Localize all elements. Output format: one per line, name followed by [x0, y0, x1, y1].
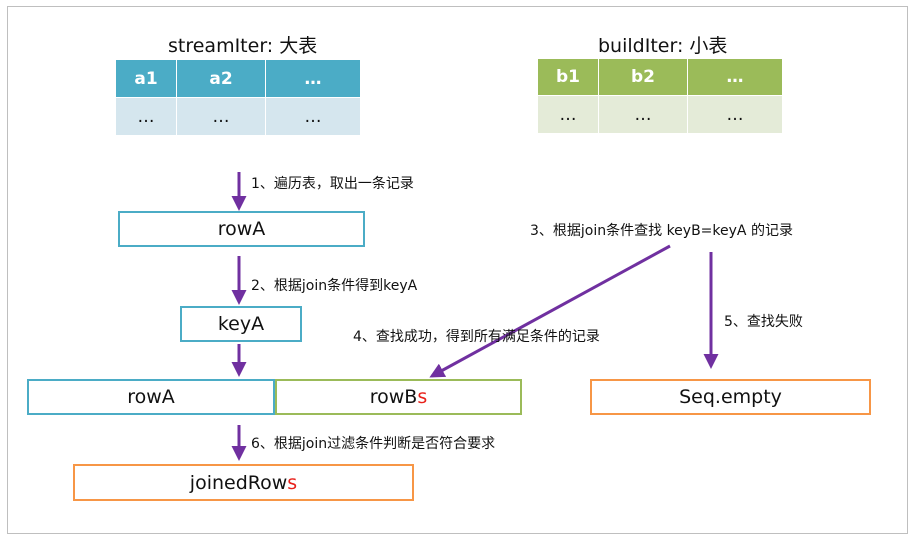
- step6-label: 6、根据join过滤条件判断是否符合要求: [251, 436, 496, 452]
- stream-header-cell: …: [266, 60, 360, 97]
- build-row-cell: …: [688, 96, 782, 133]
- stream-header-cell: a2: [177, 60, 265, 97]
- stream-row-cell: …: [266, 98, 360, 135]
- step4-label: 4、查找成功，得到所有满足条件的记录: [353, 329, 600, 345]
- step3-label: 3、根据join条件查找 keyB=keyA 的记录: [530, 223, 793, 239]
- build-header-cell: b2: [599, 59, 687, 95]
- keyA-box: keyA: [180, 306, 302, 342]
- rowA-joined-box: rowA: [27, 379, 275, 415]
- joinedRows-plural-suffix: s: [287, 471, 298, 494]
- joinedRows-text: joinedRow: [189, 471, 288, 494]
- stream-header-cell: a1: [116, 60, 176, 97]
- stream-table-title: streamIter: 大表: [168, 35, 318, 57]
- build-table-title: buildIter: 小表: [598, 35, 728, 57]
- rowBs-text: rowB: [369, 386, 418, 408]
- stream-row-cell: …: [116, 98, 176, 135]
- step2-label: 2、根据join条件得到keyA: [251, 278, 418, 294]
- step1-label: 1、遍历表，取出一条记录: [251, 176, 414, 192]
- build-header-cell: b1: [538, 59, 598, 95]
- rowBs-plural-suffix: s: [417, 386, 428, 408]
- seq-empty-box: Seq.empty: [590, 379, 871, 415]
- rowA-box: rowA: [118, 211, 365, 247]
- build-row-cell: …: [538, 96, 598, 133]
- diagram-frame: [7, 6, 908, 534]
- arrow-step4: [429, 244, 671, 378]
- stream-row-cell: …: [177, 98, 265, 135]
- build-header-cell: …: [688, 59, 782, 95]
- build-row-cell: …: [599, 96, 687, 133]
- step5-label: 5、查找失败: [724, 314, 803, 330]
